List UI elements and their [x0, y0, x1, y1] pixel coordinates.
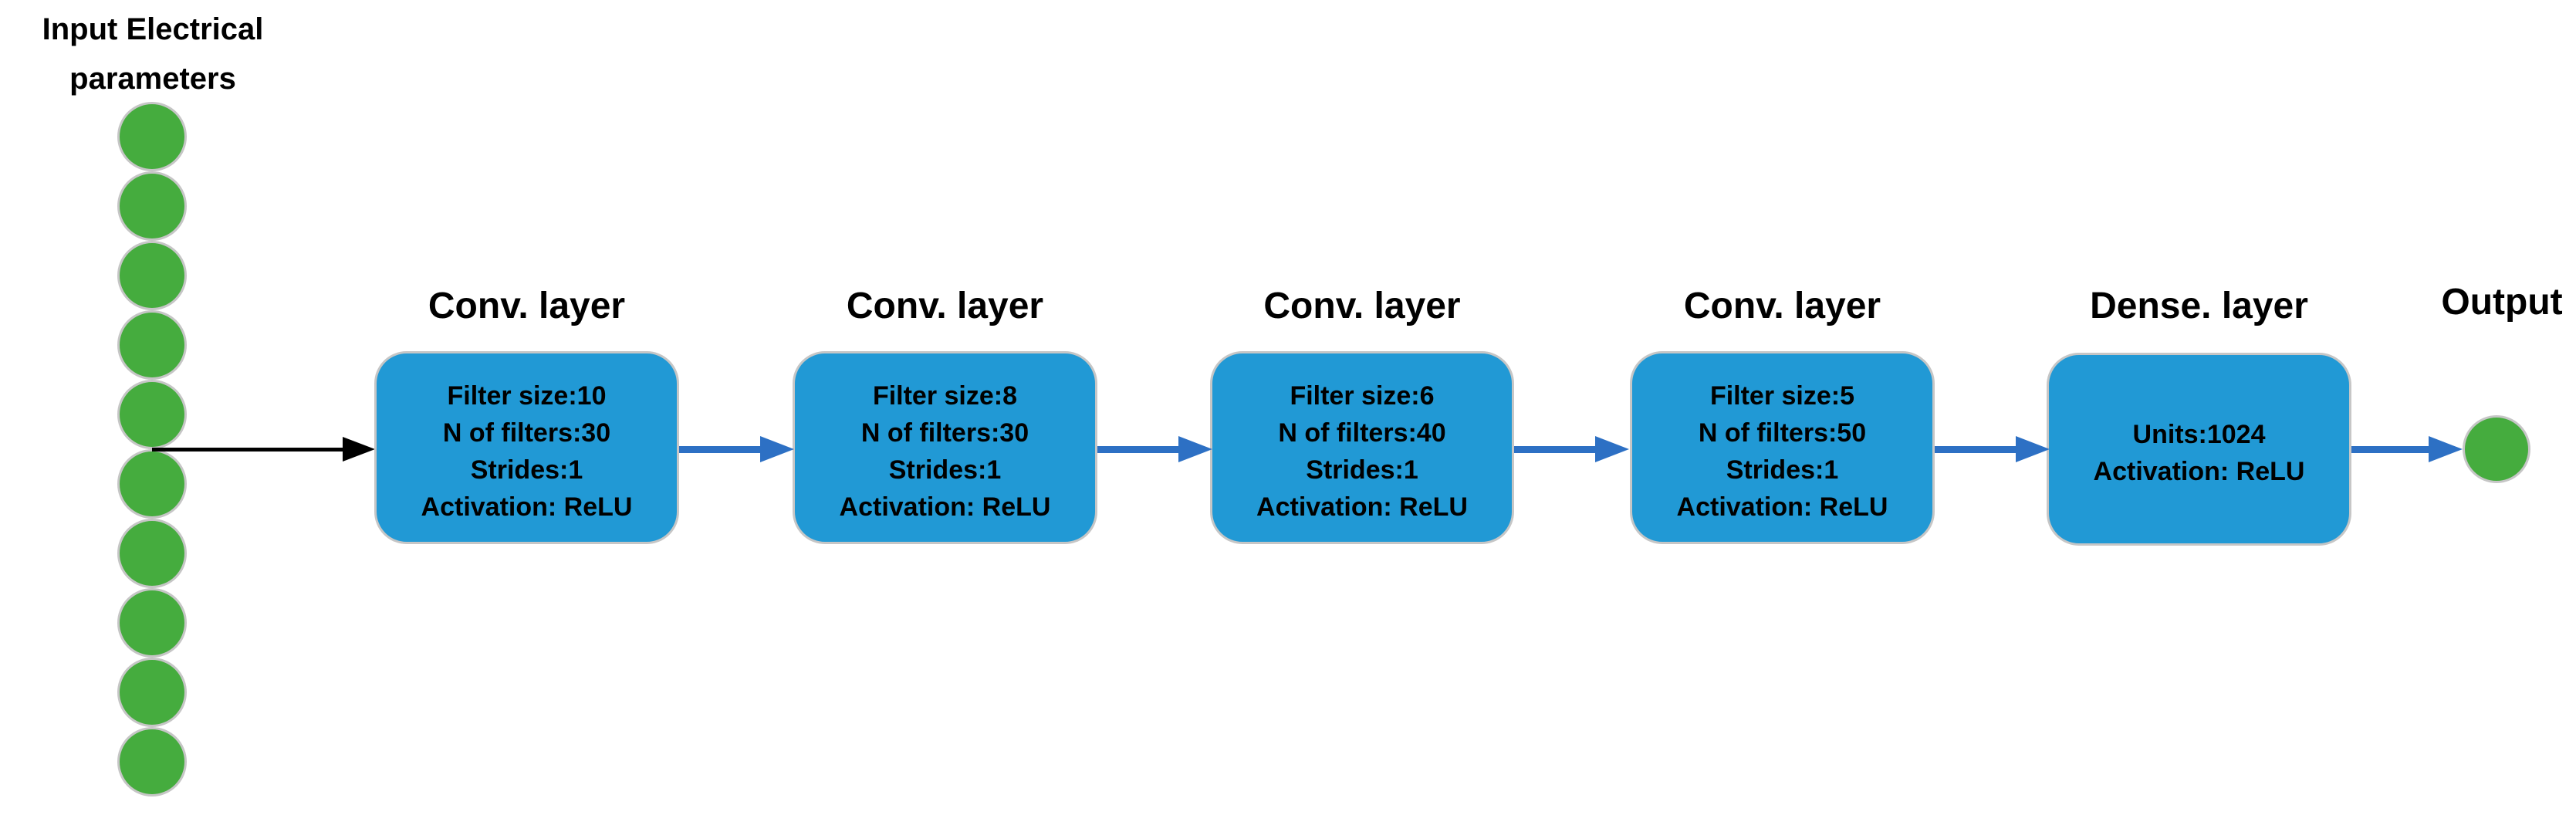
input-title-line2: parameters	[69, 62, 236, 96]
conv-layer-1-title: Conv. layer	[428, 286, 626, 326]
conv1-to-conv2-arrow-head	[760, 436, 794, 462]
conv1-to-conv2-arrow-line	[679, 446, 766, 453]
layer-param-activation: Activation: ReLU	[1256, 492, 1468, 522]
layer-param-filter-size: Filter size:10	[447, 381, 607, 411]
layer-param-filter-size: Filter size:8	[872, 381, 1018, 411]
dense-to-output-arrow-head	[2429, 436, 2463, 462]
conv-layer-2-title: Conv. layer	[846, 286, 1044, 326]
conv3-to-conv4-arrow-head	[1595, 436, 1629, 462]
layer-param-activation: Activation: ReLU	[1676, 492, 1888, 522]
conv-layer-2-box: Filter size:8 N of filters:30 Strides:1 …	[793, 351, 1097, 544]
input-node	[117, 658, 187, 727]
input-node	[117, 519, 187, 588]
layer-param-filter-size: Filter size:5	[1709, 381, 1855, 411]
conv2-to-conv3-arrow-head	[1178, 436, 1212, 462]
layer-param-num-filters: N of filters:30	[860, 418, 1029, 448]
input-node	[117, 449, 187, 519]
layer-param-activation: Activation: ReLU	[839, 492, 1051, 522]
input-parameters-title: Input Electrical parameters	[14, 5, 292, 103]
layer-param-strides: Strides:1	[470, 455, 583, 485]
layer-param-strides: Strides:1	[888, 455, 1002, 485]
layer-param-units: Units:1024	[2132, 420, 2266, 449]
layer-param-num-filters: N of filters:40	[1278, 418, 1446, 448]
conv3-to-conv4-arrow-line	[1514, 446, 1601, 453]
dense-layer-title: Dense. layer	[2090, 286, 2308, 326]
conv-layer-3-box: Filter size:6 N of filters:40 Strides:1 …	[1210, 351, 1514, 544]
layer-param-activation: Activation: ReLU	[2093, 457, 2305, 486]
input-node	[117, 102, 187, 171]
layer-param-strides: Strides:1	[1726, 455, 1839, 485]
conv2-to-conv3-arrow-line	[1097, 446, 1184, 453]
layer-param-strides: Strides:1	[1306, 455, 1418, 485]
output-title: Output	[2441, 282, 2563, 323]
layer-param-num-filters: N of filters:50	[1698, 418, 1867, 448]
input-to-conv1-arrow-head	[343, 437, 375, 462]
input-node	[117, 588, 187, 658]
conv4-to-dense-arrow-line	[1935, 446, 2021, 453]
layer-param-num-filters: N of filters:30	[442, 418, 611, 448]
input-node	[117, 727, 187, 796]
input-node	[117, 380, 187, 449]
input-title-line1: Input Electrical	[42, 12, 264, 46]
input-node	[117, 310, 187, 380]
conv-layer-4-box: Filter size:5 N of filters:50 Strides:1 …	[1630, 351, 1935, 544]
conv-layer-1-box: Filter size:10 N of filters:30 Strides:1…	[374, 351, 679, 544]
conv4-to-dense-arrow-head	[2016, 436, 2050, 462]
layer-param-filter-size: Filter size:6	[1290, 381, 1435, 411]
dense-to-output-arrow-line	[2351, 446, 2434, 453]
conv-layer-3-title: Conv. layer	[1263, 286, 1461, 326]
dense-layer-box: Units:1024 Activation: ReLU	[2047, 353, 2351, 546]
input-node	[117, 241, 187, 310]
input-node	[117, 171, 187, 241]
layer-param-activation: Activation: ReLU	[421, 492, 633, 522]
conv-layer-4-title: Conv. layer	[1683, 286, 1881, 326]
input-node-column	[117, 102, 187, 796]
output-node	[2463, 415, 2530, 483]
input-to-conv1-arrow-line	[152, 448, 347, 452]
